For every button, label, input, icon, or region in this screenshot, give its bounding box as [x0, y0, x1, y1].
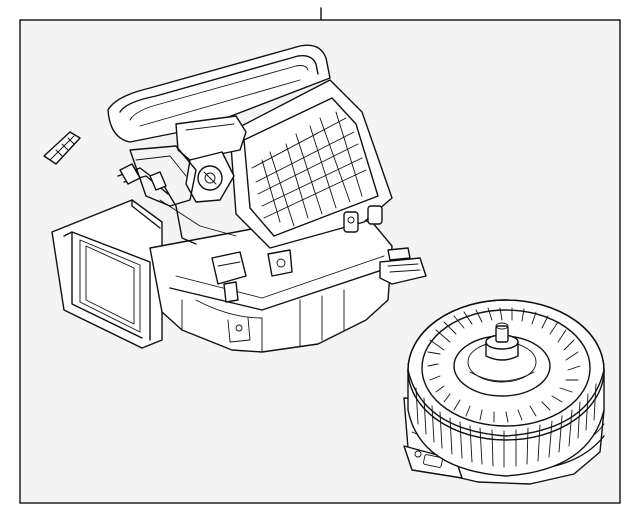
- blower-fan-assembly: [403, 299, 605, 485]
- upper-duct: [107, 44, 331, 143]
- fan-blades: [415, 383, 597, 468]
- side-bracket: [379, 247, 427, 285]
- evaporator-core-section: [229, 79, 393, 277]
- air-inlet-box: [51, 199, 163, 349]
- fan-inner-blades: [427, 307, 581, 423]
- actuator-and-linkage: [117, 115, 247, 303]
- housing-lower-body: [149, 213, 393, 353]
- housing-assembly: [51, 44, 427, 353]
- clip-part: [43, 131, 81, 165]
